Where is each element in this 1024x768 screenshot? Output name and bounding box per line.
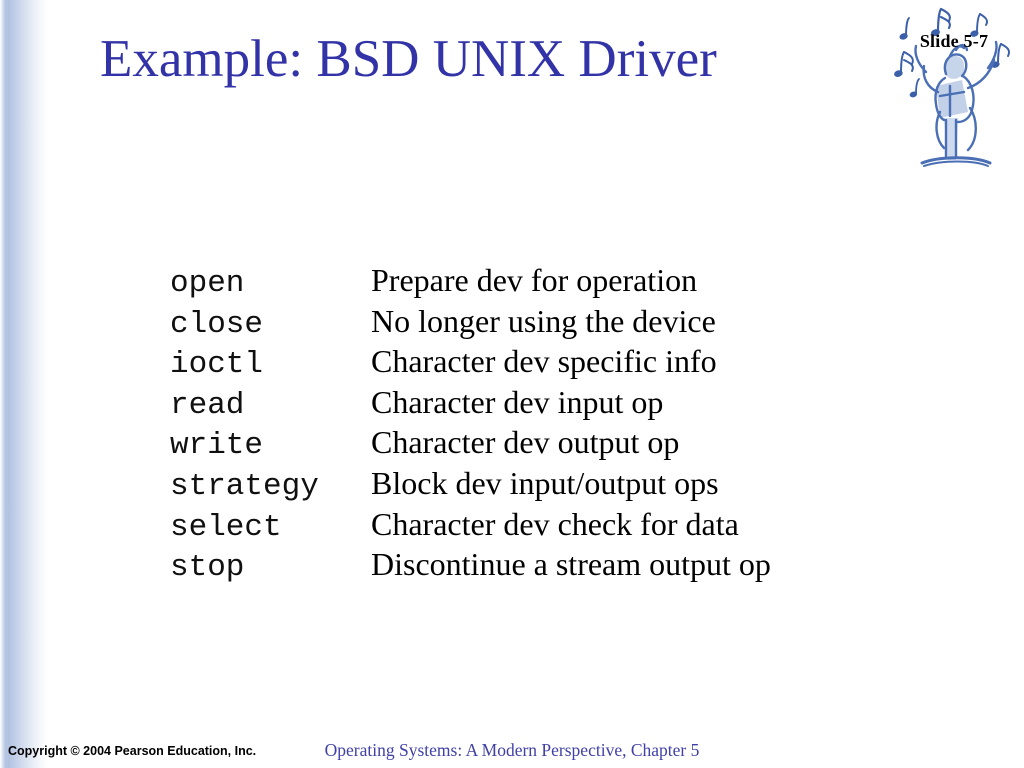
operation-description: Character dev specific info	[371, 343, 717, 380]
operation-name: strategy	[170, 468, 319, 504]
operation-description: No longer using the device	[371, 302, 716, 339]
table-row: ioctl Character dev specific info	[170, 343, 771, 384]
music-note-icon	[909, 78, 920, 98]
music-note-icon	[899, 17, 910, 40]
operation-description: Character dev input op	[371, 383, 664, 420]
slide-number-badge: Slide 5-7	[919, 31, 989, 51]
table-row: read Character dev input op	[170, 384, 771, 425]
table-row: close No longer using the device	[170, 303, 771, 344]
conductor-logo	[884, 0, 1024, 180]
operation-description: Prepare dev for operation	[371, 262, 698, 298]
conductor-figure-icon	[914, 40, 998, 167]
page-title: Example: BSD UNIX Driver	[100, 30, 717, 88]
operation-description: Character dev check for data	[371, 505, 739, 542]
footer-book-title: Operating Systems: A Modern Perspective,…	[324, 740, 700, 760]
left-decorative-band	[0, 0, 48, 768]
table-row: select Character dev check for data	[170, 506, 771, 547]
operation-name: close	[170, 306, 264, 342]
footer-copyright: Copyright © 2004 Pearson Education, Inc.	[8, 744, 257, 758]
table-row: write Character dev output op	[170, 424, 771, 465]
table-body: open Prepare dev for operation close No …	[170, 262, 771, 587]
music-note-icon	[930, 7, 951, 37]
operation-name: select	[170, 509, 282, 545]
operation-name: ioctl	[170, 347, 264, 383]
table-row: stop Discontinue a stream output op	[170, 546, 771, 587]
operation-name: open	[170, 266, 245, 301]
operation-name: read	[170, 387, 245, 423]
conductor-with-music-notes-icon	[894, 7, 1011, 167]
driver-operations-table: open Prepare dev for operation close No …	[170, 262, 771, 587]
table-row: open Prepare dev for operation	[170, 262, 771, 303]
operation-description: Character dev output op	[371, 424, 680, 461]
operation-name: stop	[170, 550, 245, 586]
table-row: strategy Block dev input/output ops	[170, 465, 771, 506]
music-note-icon	[894, 51, 914, 77]
operation-description: Discontinue a stream output op	[371, 546, 771, 583]
operation-description: Block dev input/output ops	[371, 464, 719, 501]
music-note-icon	[970, 13, 988, 37]
operation-name: write	[170, 428, 264, 464]
